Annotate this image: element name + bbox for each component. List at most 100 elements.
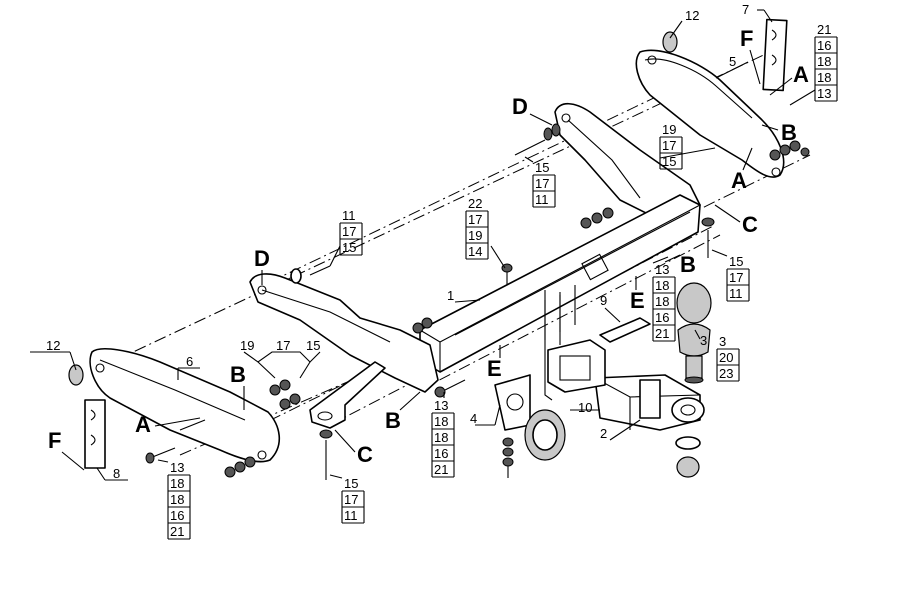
bolts-bottom-left: [145, 254, 681, 464]
stack-item: 16: [817, 38, 831, 53]
stack-item: 13: [434, 398, 448, 413]
stack-item: 16: [170, 508, 184, 523]
letter-B-left: B: [230, 362, 246, 387]
label-4: 4: [470, 411, 477, 426]
stack-item: 15: [344, 476, 358, 491]
stack-item: 17: [535, 176, 549, 191]
stack-item: 18: [434, 430, 448, 445]
stack-item: 18: [434, 414, 448, 429]
label-8: 8: [113, 466, 120, 481]
stack-item: 21: [170, 524, 184, 539]
stack-item: 21: [817, 22, 831, 37]
letter-D-left: D: [254, 246, 270, 271]
stack-item: 17: [662, 138, 676, 153]
stack-leader: [711, 249, 728, 257]
receiver-hitch: [544, 290, 606, 401]
bolt-D-right: [514, 123, 561, 156]
left-lower-bracket: [309, 361, 386, 429]
label-5: 5: [729, 54, 736, 69]
letter-C-left: C: [357, 442, 373, 467]
letter-B-top: B: [781, 120, 797, 145]
long-bolt-9: [599, 317, 651, 343]
letter-F-left: F: [48, 428, 61, 453]
vertical-bolts: [319, 217, 715, 480]
stack-item: 18: [170, 476, 184, 491]
stack-leader: [659, 147, 716, 159]
tow-ball: [676, 282, 712, 384]
label-10: 10: [578, 400, 592, 415]
left-side-bracket: [89, 348, 280, 463]
socket-plate: [494, 374, 531, 431]
label-1: 1: [447, 288, 454, 303]
stack-item: 11: [342, 208, 356, 223]
label-7: 7: [742, 2, 749, 17]
part-labels: 1 2 3 4 5 6 7 8 9 10 12 12 19 17 15: [46, 2, 749, 481]
letter-callouts: F F A A A B B B B C C D D E E: [48, 26, 809, 471]
fastener-set: [68, 31, 810, 480]
letter-E-left: E: [487, 356, 502, 381]
label-2: 2: [600, 426, 607, 441]
stack-leader: [652, 256, 669, 264]
label-19: 19: [240, 338, 254, 353]
stack-leader: [157, 459, 169, 463]
letter-D-right: D: [512, 94, 528, 119]
stack-item: 17: [729, 270, 743, 285]
stack-item: 14: [468, 244, 482, 259]
letter-C-right: C: [742, 212, 758, 237]
stack-item: 19: [662, 122, 676, 137]
stack-item: 23: [719, 366, 733, 381]
stack-leader: [789, 89, 816, 106]
letter-A-left: A: [135, 412, 151, 437]
label-12-top: 12: [685, 8, 699, 23]
right-rear-bracket: [554, 102, 701, 221]
label-17: 17: [276, 338, 290, 353]
stack-item: 15: [535, 160, 549, 175]
plate-8: [84, 399, 106, 469]
stack-item: 11: [729, 286, 743, 301]
part-number-stacks: 2116181813191715151711221719141117151517…: [157, 22, 838, 540]
label-3: 3: [700, 333, 707, 348]
bolt-D-left: [290, 265, 331, 284]
stack-leader: [490, 245, 506, 269]
plate-7: [762, 18, 788, 92]
leader-lines: [30, 9, 773, 481]
stack-item: 18: [170, 492, 184, 507]
letter-F-top: F: [740, 26, 753, 51]
stack-item: 15: [662, 154, 676, 169]
stack-item: 18: [655, 294, 669, 309]
ball-washer-nut: [675, 436, 701, 478]
stack-leader: [524, 156, 534, 163]
letter-B-right: B: [680, 252, 696, 277]
stack-item: 3: [719, 334, 726, 349]
stack-leader: [329, 245, 341, 267]
label-15: 15: [306, 338, 320, 353]
stack-item: 21: [655, 326, 669, 341]
stack-item: 21: [434, 462, 448, 477]
nut-row-right: [580, 140, 810, 229]
stack-item: 15: [729, 254, 743, 269]
stack-item: 13: [655, 262, 669, 277]
stack-item: 13: [170, 460, 184, 475]
stack-item: 11: [344, 508, 358, 523]
right-side-bracket: [635, 49, 785, 178]
stack-item: 20: [719, 350, 733, 365]
label-6: 6: [186, 354, 193, 369]
left-rear-bracket: [249, 273, 439, 393]
stack-item: 18: [817, 54, 831, 69]
stack-item: 18: [817, 70, 831, 85]
ball-mount-bar: [594, 374, 705, 431]
stack-item: 11: [535, 192, 549, 207]
stack-item: 18: [655, 278, 669, 293]
stack-item: 17: [344, 492, 358, 507]
stack-item: 22: [468, 196, 482, 211]
stack-item: 19: [468, 228, 482, 243]
